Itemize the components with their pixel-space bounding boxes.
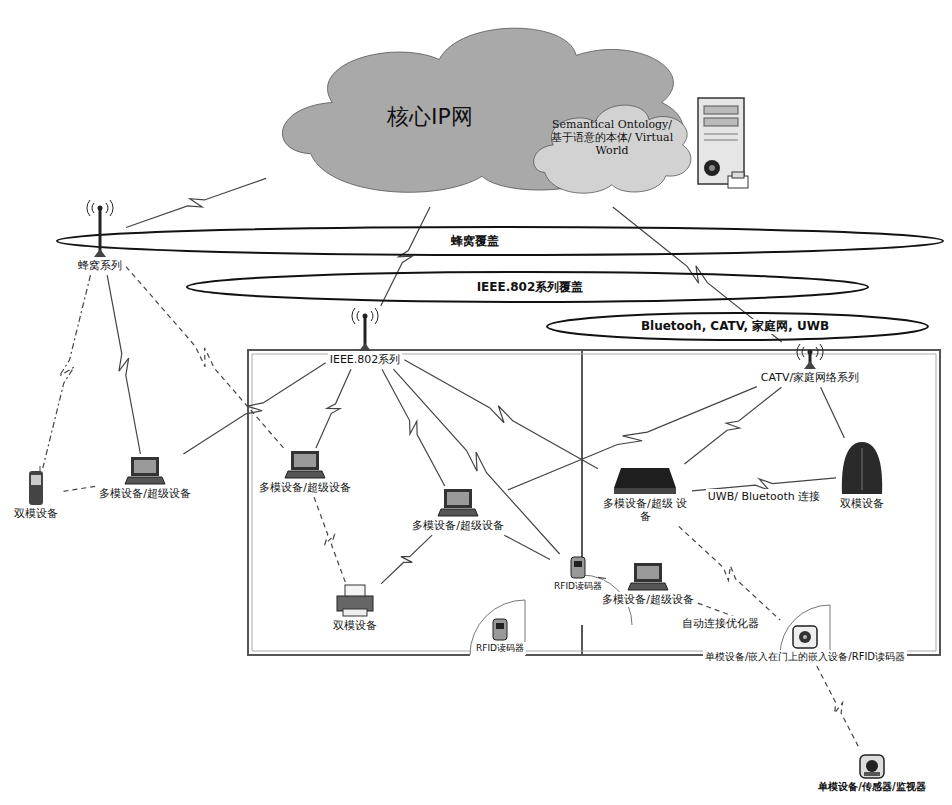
link-label: UWB/ Bluetooth 连接 [706,489,823,504]
wireless-link [504,535,550,559]
band-label: 蜂窝覆盖 [447,234,503,248]
link-label: 自动连接优化器 [680,616,761,631]
rfid-reader: RFID读码器 [474,618,526,655]
coverage-band: Bluetooh, CATV, 家庭网, UWB [545,311,930,342]
wireless-link [382,369,445,486]
printer-device: 双模设备 [331,584,379,633]
band-label: Bluetooh, CATV, 家庭网, UWB [637,319,833,333]
antenna-icon [350,308,380,352]
ontology-cloud: Semantical Ontology/ 基于语意的本体/ Virtual Wo… [528,90,696,200]
wireless-link [126,267,284,448]
device-label: 多模设备/超级设备 [600,592,696,607]
laptop-icon [438,488,478,518]
phone-device: 双模设备 [12,470,60,521]
device-label: 双模设备 [331,618,379,633]
core-cloud: 核心IP网 Semantical Ontology/ 基于语意的本体/ Virtu… [268,0,696,205]
device-label: 蜂窝系列 [76,258,124,273]
wireless-link [314,497,345,582]
wireless-link [508,387,757,490]
wireless-link [126,178,266,227]
printer-icon [335,584,375,618]
laptop-device: 多模设备/超级设备 [410,488,506,533]
cloud-label: 核心IP网 [387,104,473,130]
device-label: RFID读码器 [474,642,526,655]
speaker-icon [840,440,884,496]
antenna-icon [85,200,115,258]
room-walls-inner [252,354,936,651]
speaker-device: 双模设备 [838,440,886,511]
laptop-icon [628,562,668,592]
device-label: IEEE.802系列 [328,352,403,367]
rfid-reader: RFID读码器 [552,556,604,593]
laptop-icon [285,450,325,480]
wireless-link [821,387,845,438]
wireless-link [393,369,559,554]
settop-icon [613,466,677,496]
device-label: RFID读码器 [552,580,604,593]
sensor-device: 单模设备/传感器/监视器 [816,752,927,794]
laptop-device: 多模设备/超级设备 [600,562,696,607]
device-label: 多模设备/超级设备 [410,518,506,533]
laptop-device: 多模设备/超级设备 [97,456,193,501]
wireless-link [62,486,95,491]
device-label: 单模设备/传感器/监视器 [816,780,927,794]
rfid-icon [491,618,509,642]
device-label: 多模设备/超级设备 [257,480,353,495]
wireless-link [183,363,325,454]
wireless-link [817,666,860,750]
device-label: 单模设备/嵌入在门上的嵌入设备/RFID读码器 [703,650,907,664]
phone-icon [27,470,45,506]
laptop-device: 多模设备/超级设备 [257,450,353,495]
band-label: IEEE.802系列覆盖 [473,280,588,294]
cloud-label: Semantical Ontology/ 基于语意的本体/ Virtual Wo… [550,118,674,158]
antenna-tower: CATV/家庭网络系列 [759,344,861,385]
door-arcs [470,575,830,655]
device-label: 多模设备/超级 设备 [600,496,690,524]
wireless-link [107,275,140,454]
device-label: 多模设备/超级设备 [97,486,193,501]
laptop-icon [125,456,165,486]
camera-icon [791,622,819,650]
sensor-icon [858,752,886,780]
wireless-link [316,369,351,448]
wireless-link [381,207,430,306]
rfid-icon [569,556,587,580]
coverage-band: 蜂窝覆盖 [55,225,945,257]
device-label: CATV/家庭网络系列 [759,370,861,385]
wireless-link [43,275,91,468]
device-label: 双模设备 [12,506,60,521]
device-label: 双模设备 [838,496,886,511]
antenna-tower: IEEE.802系列 [328,308,403,367]
wireless-link [381,535,432,584]
antenna-tower: 蜂窝系列 [76,200,124,273]
wireless-link [684,387,781,464]
settop-device: 多模设备/超级 设备 [600,466,690,524]
server-icon [698,98,748,188]
antenna-icon [795,344,825,370]
wireless-link [598,577,606,578]
coverage-band: IEEE.802系列覆盖 [185,270,870,304]
room-walls [248,350,940,655]
